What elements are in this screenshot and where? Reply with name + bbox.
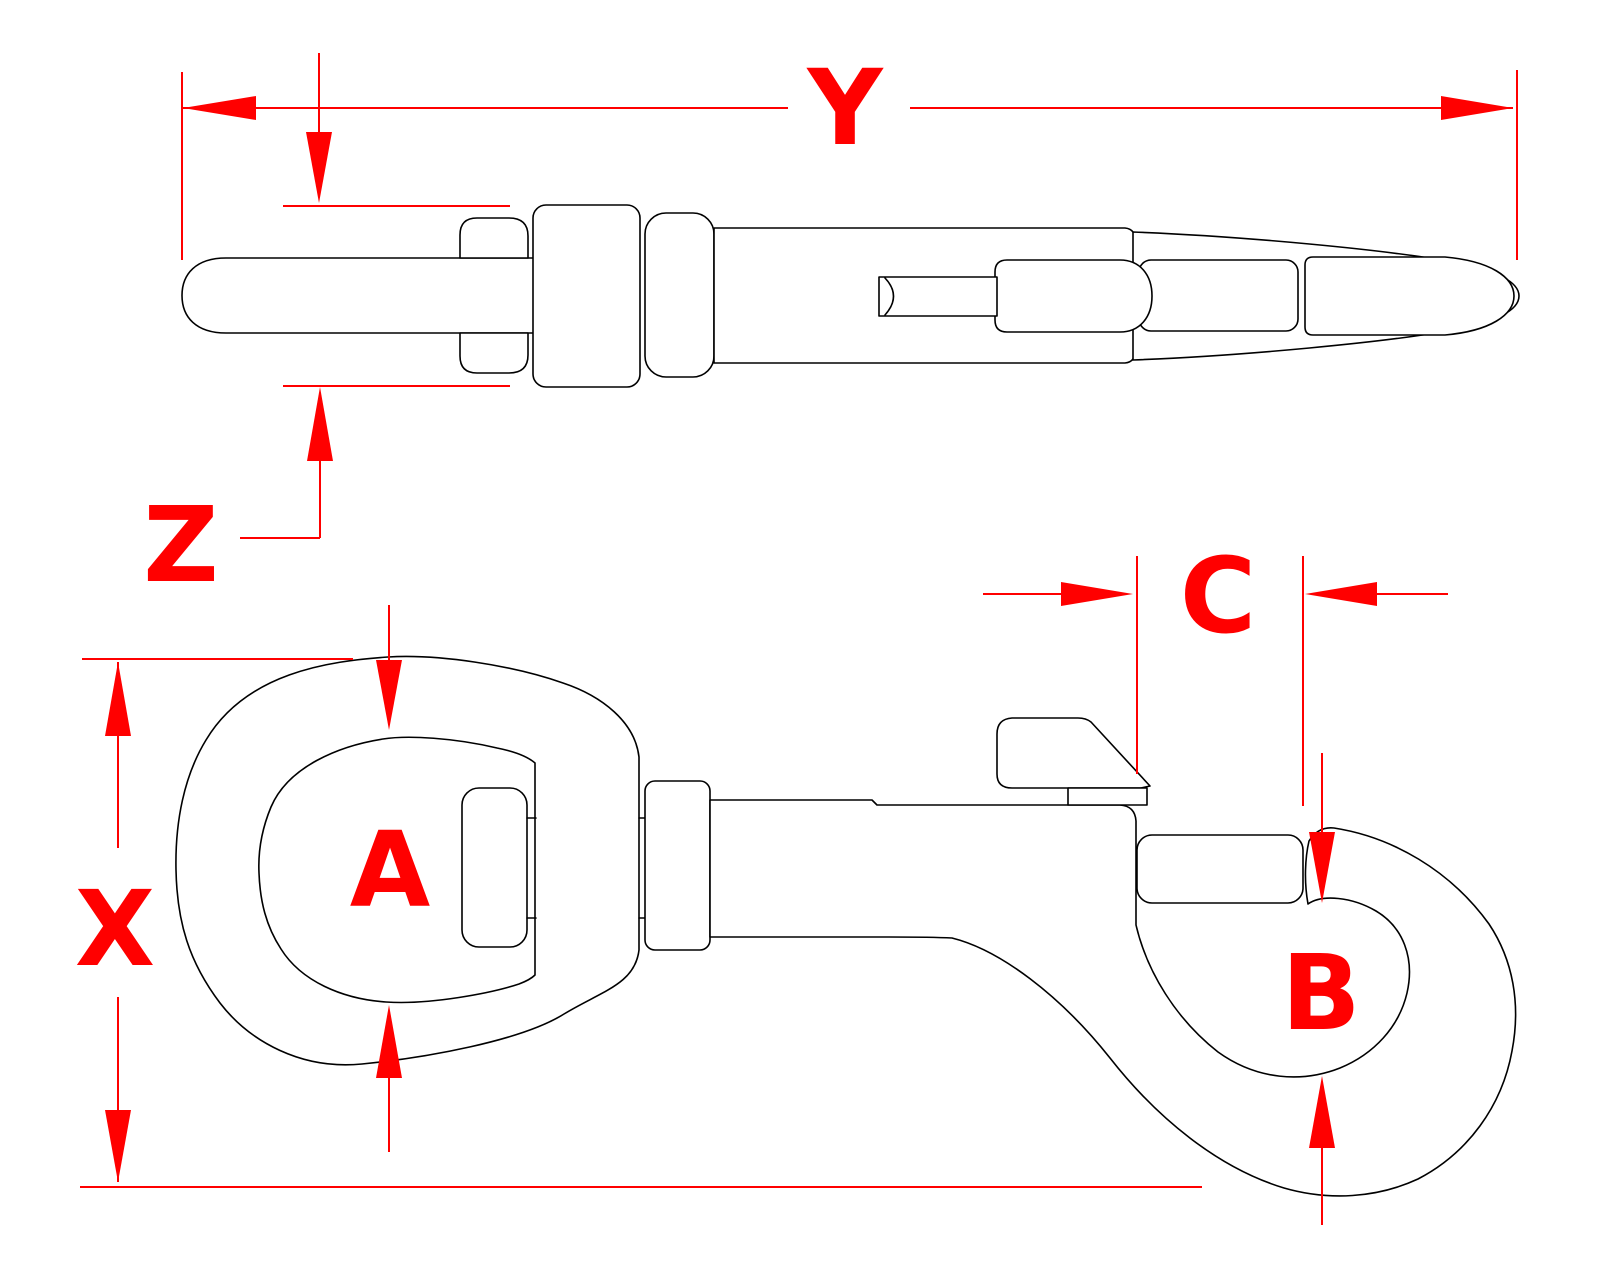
y-label: Y	[805, 47, 884, 169]
gate-middle-piece	[1138, 259, 1299, 332]
x-label: X	[75, 868, 155, 990]
collar-front	[644, 780, 711, 951]
x-arrowhead-top	[105, 662, 131, 736]
swivel-post-slot	[461, 787, 528, 948]
dimension-x: X	[75, 658, 1202, 1188]
spring-slot	[878, 276, 998, 317]
b-arrowhead-bottom	[1309, 1076, 1335, 1148]
dimension-c: C	[983, 535, 1448, 806]
dimension-a: A	[350, 605, 431, 1152]
c-arrowhead-left	[1061, 582, 1133, 606]
a-arrowhead-bottom	[376, 1005, 402, 1078]
b-arrowhead-top	[1309, 832, 1335, 903]
swivel-tab-bottom	[459, 332, 529, 374]
hook-body	[709, 799, 1517, 1197]
barrel-segment	[644, 212, 715, 378]
dimension-b: B	[1281, 753, 1361, 1225]
a-label: A	[350, 809, 431, 931]
gate-knob	[994, 259, 1153, 333]
dimension-z: Z	[143, 53, 510, 606]
eye-bar-outline	[181, 257, 539, 334]
z-label: Z	[143, 484, 218, 606]
trigger-lever	[996, 717, 1151, 789]
nose-insert	[1304, 256, 1515, 336]
a-arrowhead-top	[376, 660, 402, 730]
y-arrowhead-left	[183, 96, 256, 120]
y-arrowhead-right	[1441, 96, 1513, 120]
swivel-collar	[532, 204, 641, 388]
top-view-side-profile	[181, 204, 1520, 388]
spring-slot-arc	[884, 277, 895, 316]
b-label: B	[1281, 932, 1360, 1054]
z-arrowhead-top	[306, 132, 332, 203]
c-arrowhead-right	[1305, 582, 1377, 606]
x-arrowhead-bottom	[105, 1110, 131, 1182]
trigger-step	[1067, 787, 1148, 806]
keeper-bar	[1136, 834, 1304, 904]
front-view-snap-hook	[175, 655, 1517, 1197]
c-label: C	[1180, 535, 1256, 657]
dimension-y: Y	[181, 47, 1518, 260]
z-arrowhead-bottom	[307, 387, 333, 461]
swivel-tab-top	[459, 217, 529, 259]
